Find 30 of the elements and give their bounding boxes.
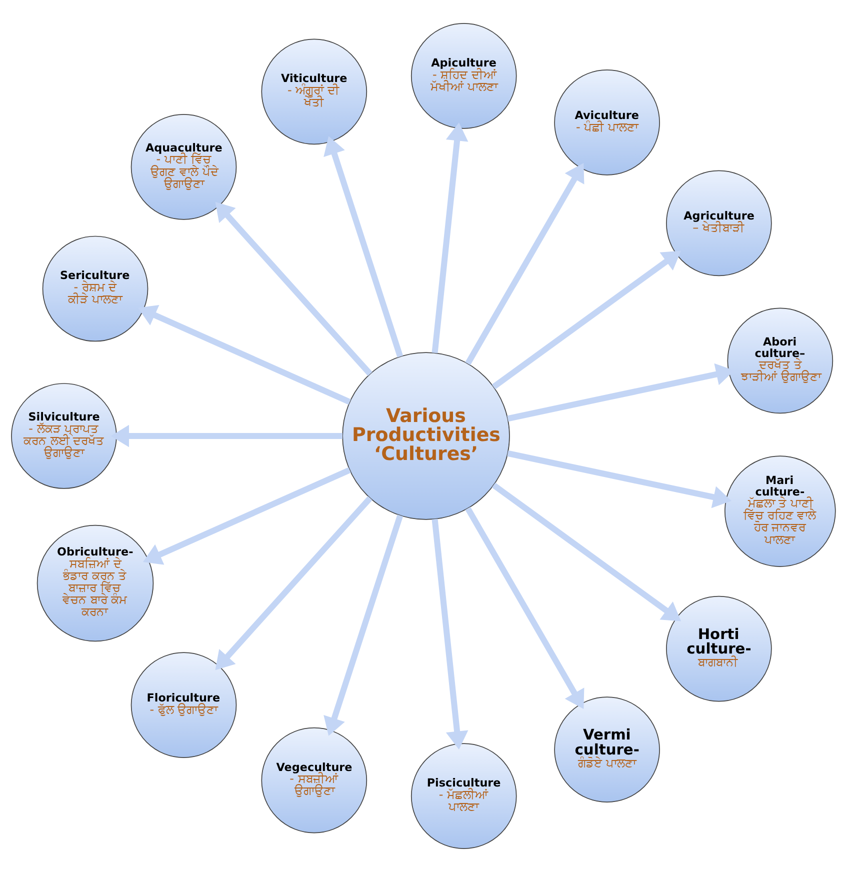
- arrow: [215, 496, 372, 670]
- arrow: [215, 201, 372, 376]
- arrow: [324, 514, 404, 736]
- arrow: [142, 466, 351, 564]
- node-circle: Sericulture - ਰੇਸ਼ਮ ਦੇ ਕੀੜੇ ਪਾਲਣਾ: [42, 235, 148, 342]
- node-circle: Apiculture - ਸ਼ਹਿਦ ਦੀਆਂ ਮੱਖੀਆਂ ਪਾਲਣਾ: [410, 22, 517, 128]
- node-circle: Horti culture- ਬਾਗਬਾਨੀ: [666, 595, 772, 702]
- arrow: [465, 162, 584, 365]
- node-circle: Mari culture- ਮੱਛਲਾ ਤੇ ਪਾਣੀ ਵਿੱਚ ਰਹਿਣ ਵਾਲੇ ਹੋਰ ਜਾਨਵਰ ਪਾਲਣਾ: [724, 455, 836, 566]
- node-circle: Silviculture - ਲੱਕੜ ਪ੍ਰਾਪਤ ਕਰਨ ਲਈ ਦਰਖੱਤ ਉਗਾਉਣਾ: [11, 382, 117, 488]
- arrow: [492, 250, 682, 389]
- arrow: [492, 482, 682, 621]
- arrow: [432, 122, 468, 353]
- node-circle: Obriculture- ਸਬਜ਼ਿਆਂ ਦੇ ਭੰਡਾਰ ਕਰਨ ਤੇ ਬਾਜ਼ਾਰ ਵਿੱਚ ਵੇਚਨ ਬਾਰੇ ਕੰਮ ਕਰਨਾ: [36, 524, 154, 642]
- arrow: [507, 450, 732, 508]
- arrow: [432, 518, 468, 750]
- node-circle: Viticulture - ਅੰਗੂਰਾਂ ਦੀ ਖੇਤੀ: [261, 38, 368, 144]
- node-circle: Aquaculture - ਪਾਣੀ ਵਿੱਚ ਉਗਣ ਵਾਲੇ ਪੌਦੇ ਉਗਾਉਣਾ: [130, 114, 237, 220]
- arrow: [465, 506, 584, 709]
- node-circle: Abori culture– ਦਰਖੱਤ ਤੇ ਝਾੜੀਆਂ ਉਗਾਉਣਾ: [727, 307, 834, 414]
- node-circle: Pisciculture - ਮੱਛਲੀਆਂ ਪਾਲਣਾ: [410, 742, 517, 848]
- node-circle: Aviculture - ਪੰਛੀ ਪਾਲਣਾ: [554, 69, 660, 175]
- arrow: [138, 304, 351, 404]
- arrow: [324, 136, 404, 357]
- node-circle: Floriculture - ਫੁੱਲ ਉਗਾਉਣਾ: [130, 652, 237, 758]
- node-circle: Agriculture – ਖੇਤੀਬਾੜੀ: [666, 170, 772, 276]
- node-circle: Various Productivities ‘Cultures’: [342, 352, 510, 520]
- node-circle: Vermi culture- ਗੰਡੋਏ ਪਾਲਣਾ: [554, 696, 660, 802]
- node-circle: Vegeculture - ਸਬਜ਼ੀਆਂ ਉਗਾਉਣਾ: [261, 726, 368, 833]
- arrow: [110, 424, 342, 447]
